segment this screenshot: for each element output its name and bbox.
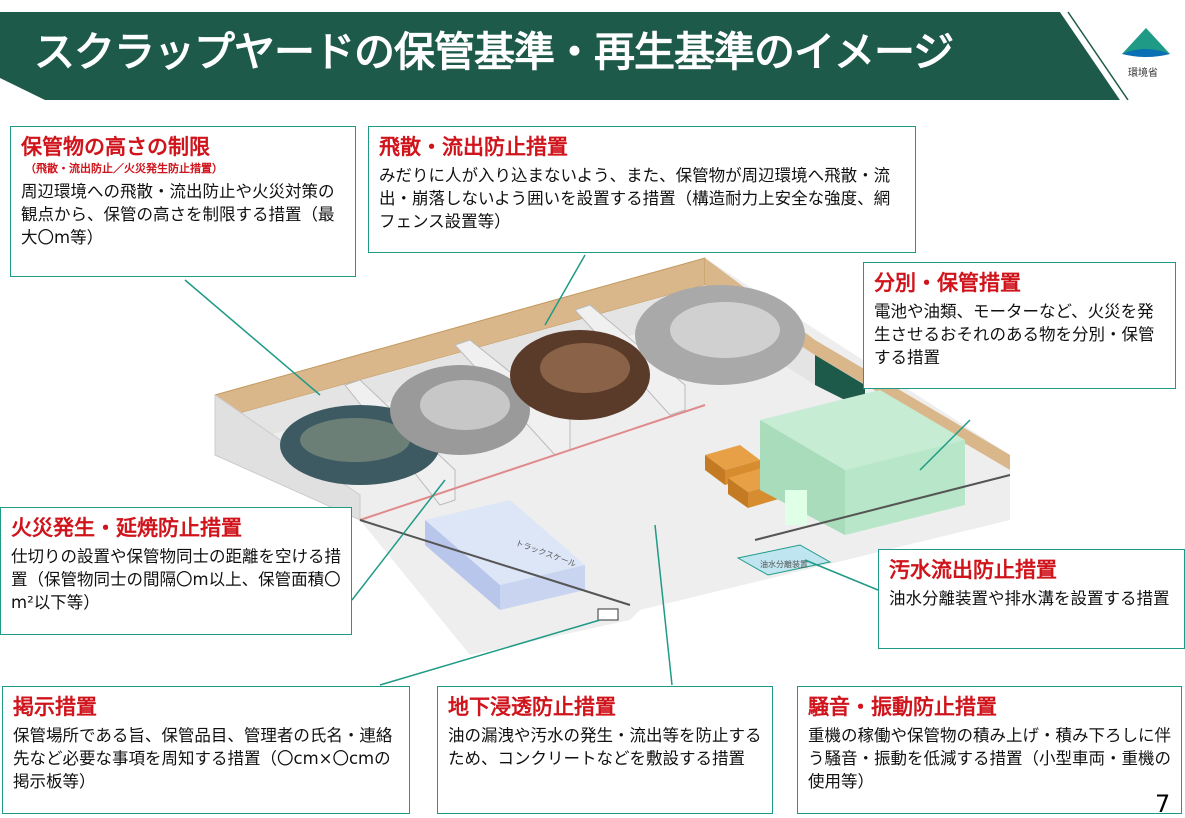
battery-box-side: [705, 455, 725, 485]
body-ground-infiltration: 油の漏洩や汚水の発生・流出等を防止するため、コンクリートなどを敷設する措置: [448, 726, 762, 768]
body-scatter-prevention: みだりに人が入り込まないよう、また、保管物が周辺環境へ飛散・流出・崩落しないよう…: [379, 166, 891, 231]
body-noise-vibration: 重機の稼働や保管物の積み上げ・積み下ろしに伴う騒音・振動を低減する措置（小型車両…: [808, 726, 1171, 791]
box-fire-prevention: 火災発生・延焼防止措置 仕切りの設置や保管物同士の距離を空ける措置（保管物同士の…: [0, 507, 352, 635]
body-separate-storage: 電池や油類、モーターなど、火災を発生させるおそれのある物を分別・保管する措置: [874, 302, 1155, 367]
leader-fire: [351, 479, 446, 601]
storage-building-side: [760, 420, 845, 535]
front-mesh-fence-right: [754, 474, 1011, 541]
page-number: 7: [1155, 790, 1171, 818]
heading-ground-infiltration: 地下浸透防止措置: [448, 695, 616, 719]
ministry-logo-icon: [1122, 28, 1170, 57]
heading-signage: 掲示措置: [13, 695, 97, 719]
leader-scatter: [544, 254, 586, 326]
red-boundary-line: [359, 404, 706, 521]
ministry-logo-text: 環境省: [1128, 68, 1158, 79]
oil-separator-plate: [736, 544, 832, 576]
truck-scale-building-side: [425, 520, 500, 610]
leader-sewage: [804, 559, 879, 591]
page-title: スクラップヤードの保管基準・再生基準のイメージ: [34, 28, 954, 76]
storage-building-roof: [760, 390, 965, 470]
box-height-limit: 保管物の高さの制限 （飛散・流出防止／火災発生防止措置） 周辺環境への飛散・流出…: [10, 126, 356, 277]
title-bar: スクラップヤードの保管基準・再生基準のイメージ 環境省: [0, 0, 1185, 101]
dark-gate: [815, 355, 865, 410]
truck-scale-building-roof: [425, 500, 585, 585]
heading-scatter-prevention: 飛散・流出防止措置: [379, 135, 568, 159]
leader-height: [184, 279, 321, 396]
rusty-scrap-pile-top: [540, 343, 630, 393]
body-height-limit: 周辺環境への飛散・流出防止や火災対策の観点から、保管の高さを制限する措置（最大〇…: [21, 182, 335, 247]
box-ground-infiltration: 地下浸透防止措置 油の漏洩や汚水の発生・流出等を防止するため、コンクリートなどを…: [437, 686, 773, 814]
box-noise-vibration: 騒音・振動防止措置 重機の稼働や保管物の積み上げ・積み下ろしに伴う騒音・振動を低…: [797, 686, 1182, 814]
leader-sign: [379, 619, 601, 686]
title-banner-shape: [0, 11, 1129, 101]
storage-building-front: [845, 440, 965, 535]
mixed-scrap-pile-top: [300, 418, 410, 462]
oil-box-side: [728, 478, 748, 508]
box-signage: 掲示措置 保管場所である旨、保管品目、管理者の氏名・連絡先など必要な事項を周知す…: [2, 686, 410, 814]
building-door: [785, 490, 807, 525]
metal-scrap-pile-1-top: [420, 380, 510, 430]
metal-scrap-pile-2-top: [670, 302, 780, 358]
box-sewage-prevention: 汚水流出防止措置 油水分離装置や排水溝を設置する措置: [878, 549, 1185, 649]
truck-scale-building-front: [500, 565, 585, 610]
subheading-height-limit: （飛散・流出防止／火災発生防止措置）: [25, 162, 223, 175]
body-fire-prevention: 仕切りの設置や保管物同士の距離を空ける措置（保管物同士の間隔〇m以上、保管面積〇…: [11, 547, 341, 612]
heading-fire-prevention: 火災発生・延焼防止措置: [11, 516, 242, 540]
box-scatter-prevention: 飛散・流出防止措置 みだりに人が入り込まないよう、また、保管物が周辺環境へ飛散・…: [368, 126, 916, 253]
heading-noise-vibration: 騒音・振動防止措置: [808, 695, 997, 719]
heading-height-limit: 保管物の高さの制限: [21, 135, 210, 159]
front-mesh-fence-left: [359, 519, 631, 606]
battery-box-top: [705, 445, 760, 470]
leader-ground: [654, 524, 673, 686]
leader-lines: [184, 254, 971, 686]
heading-sewage-prevention: 汚水流出防止措置: [889, 558, 1057, 582]
oil-separator-label: 油水分離装置: [760, 559, 808, 569]
heading-separate-storage: 分別・保管措置: [874, 271, 1021, 295]
leader-separate: [919, 419, 971, 471]
box-separate-storage: 分別・保管措置 電池や油類、モーターなど、火災を発生させるおそれのある物を分別・…: [863, 262, 1176, 389]
sign-board: [597, 608, 619, 621]
body-signage: 保管場所である旨、保管品目、管理者の氏名・連絡先など必要な事項を周知する措置（〇…: [13, 726, 393, 791]
body-sewage-prevention: 油水分離装置や排水溝を設置する措置: [889, 589, 1170, 608]
